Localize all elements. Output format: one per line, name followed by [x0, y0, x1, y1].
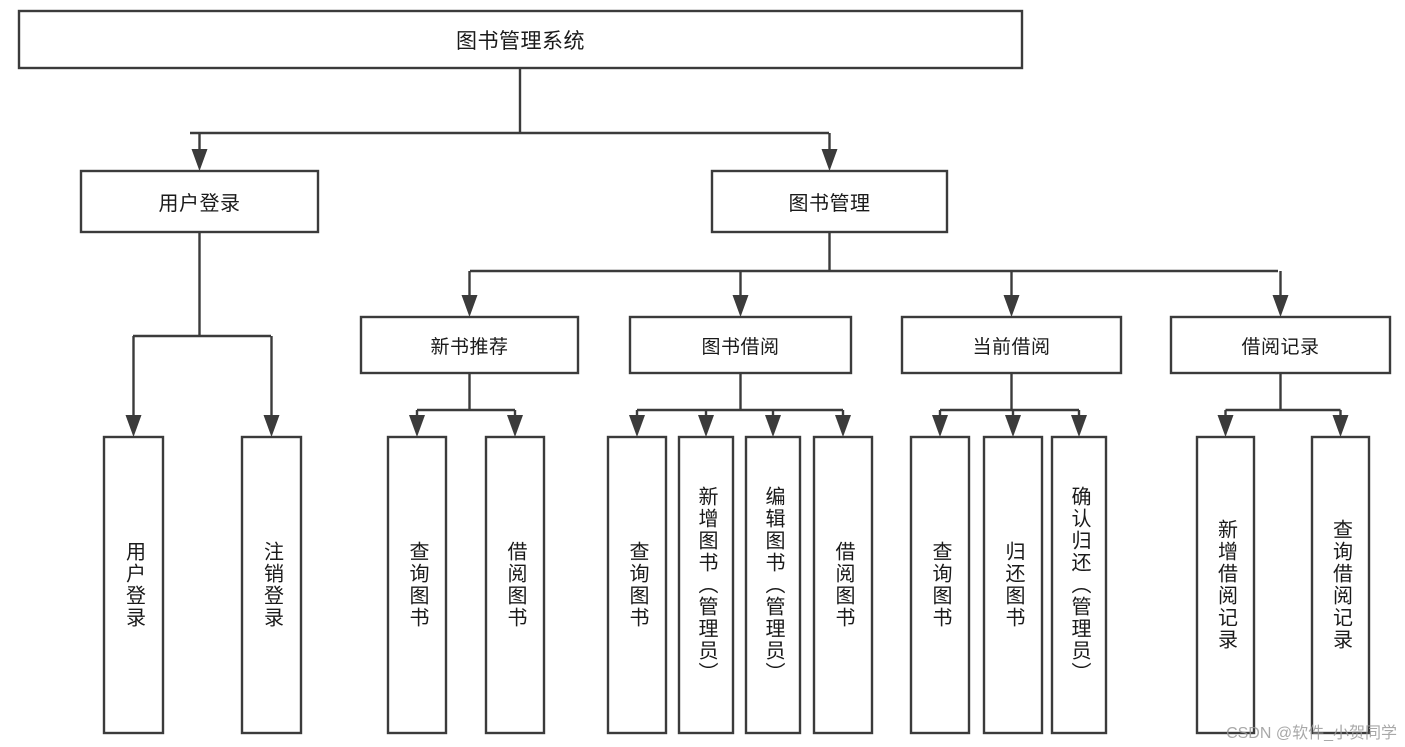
arrow-down-icon-query-book-1	[409, 415, 425, 437]
arrow-down-icon-query-book-3	[932, 415, 948, 437]
arrow-down-icon-borrow-records	[1272, 295, 1289, 317]
node-box-query-book-1[interactable]	[386, 435, 448, 735]
arrow-down-icon-return-book	[1005, 415, 1021, 437]
node-box-book-management[interactable]	[710, 169, 949, 234]
node-box-user-login[interactable]	[79, 169, 320, 234]
arrow-down-icon-current-borrow	[1003, 295, 1020, 317]
node-box-borrow-book-1[interactable]	[484, 435, 546, 735]
node-box-borrow-records[interactable]	[1169, 315, 1392, 375]
arrow-down-icon-confirm-return-admin	[1071, 415, 1087, 437]
node-box-user-login-leaf[interactable]	[102, 435, 165, 735]
arrow-down-icon-book-borrow	[732, 295, 749, 317]
node-box-add-book-admin[interactable]	[677, 435, 735, 735]
node-box-query-book-2[interactable]	[606, 435, 668, 735]
node-box-borrow-book-2[interactable]	[812, 435, 874, 735]
boxes-layer	[17, 9, 1392, 735]
arrow-down-icon-query-book-2	[629, 415, 645, 437]
arrow-down-icon-book-management	[821, 149, 838, 171]
arrow-down-icon-logout-leaf	[263, 415, 280, 437]
node-box-return-book[interactable]	[982, 435, 1044, 735]
arrow-down-icon-edit-book-admin	[765, 415, 781, 437]
node-box-new-book-recommend[interactable]	[359, 315, 580, 375]
node-box-book-borrow[interactable]	[628, 315, 853, 375]
node-box-root[interactable]	[17, 9, 1024, 70]
node-box-confirm-return-admin[interactable]	[1050, 435, 1108, 735]
node-box-current-borrow[interactable]	[900, 315, 1123, 375]
watermark-text: CSDN @软件_小贺同学	[1226, 725, 1397, 742]
arrow-down-icon-user-login	[191, 149, 208, 171]
arrow-down-icon-borrow-book-2	[835, 415, 851, 437]
arrow-down-icon-borrow-book-1	[507, 415, 523, 437]
arrow-down-icon-user-login-leaf	[125, 415, 142, 437]
arrow-down-icon-new-book-recommend	[461, 295, 478, 317]
node-box-query-borrow-record[interactable]	[1310, 435, 1371, 735]
node-box-add-borrow-record[interactable]	[1195, 435, 1256, 735]
node-box-edit-book-admin[interactable]	[744, 435, 802, 735]
connectors-layer	[125, 68, 1349, 437]
arrow-down-icon-query-borrow-record	[1332, 415, 1349, 437]
node-box-logout-leaf[interactable]	[240, 435, 303, 735]
arrow-down-icon-add-book-admin	[698, 415, 714, 437]
arrow-down-icon-add-borrow-record	[1217, 415, 1234, 437]
node-box-query-book-3[interactable]	[909, 435, 971, 735]
